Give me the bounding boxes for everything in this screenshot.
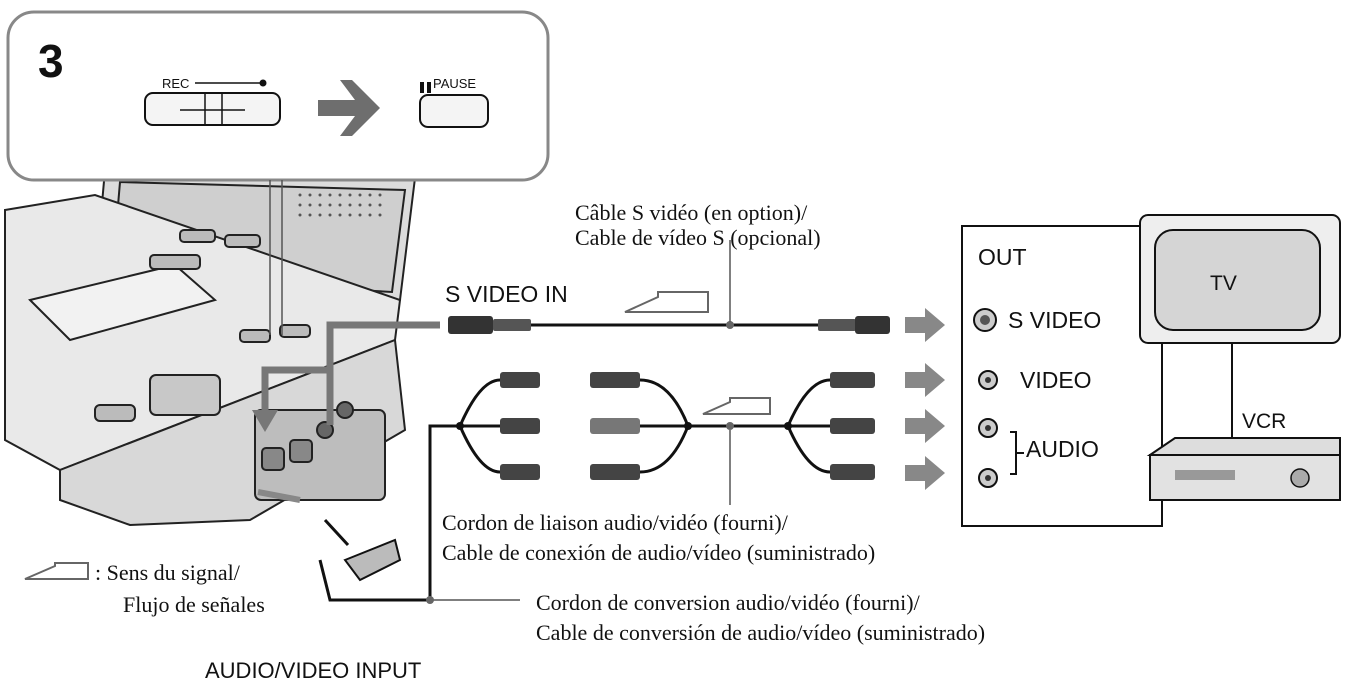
av-cord-label-es: Cable de conexión de audio/vídeo (sumini… — [442, 540, 876, 565]
out-jacks — [973, 308, 1024, 488]
pause-button-label: PAUSE — [433, 76, 477, 91]
conversion-cord-label: Cordon de conversion audio/vidéo (fourni… — [536, 590, 920, 615]
out-label: OUT — [978, 244, 1027, 270]
video-out-label: VIDEO — [1020, 367, 1092, 393]
svideo-cable-label-es: Cable de vídeo S (opcional) — [575, 225, 821, 250]
rec-button-illustration — [144, 79, 281, 126]
vcr-label: VCR — [1242, 410, 1287, 433]
camcorder-device — [4, 168, 417, 527]
signal-direction-label-es: Flujo de señales — [123, 592, 265, 617]
mini-plug — [257, 489, 402, 582]
tv-label: TV — [1210, 272, 1237, 295]
vcr-icon — [1146, 437, 1341, 526]
svideo-out-label: S VIDEO — [1008, 307, 1102, 333]
rec-button-label: REC — [162, 76, 190, 91]
signal-direction-label: : Sens du signal/ — [95, 560, 240, 585]
audio-out-label: AUDIO — [1026, 436, 1099, 462]
legend-signal-arrow-icon — [24, 562, 89, 580]
av-signal-direction-arrow-icon — [702, 397, 771, 415]
av-plugs — [500, 372, 875, 480]
speaker-grill — [298, 193, 382, 217]
av-connecting-cable — [318, 378, 831, 602]
conversion-cord-label-es: Cable de conversión de audio/vídeo (sumi… — [536, 620, 986, 645]
svideo-cable — [448, 240, 890, 334]
av-cord-label: Cordon de liaison audio/vidéo (fourni)/ — [442, 510, 788, 535]
av-input-label: AUDIO/VIDEO INPUT — [205, 658, 422, 683]
tv-icon — [1139, 214, 1341, 450]
svideo-cable-label: Câble S vidéo (en option)/ — [575, 200, 808, 225]
next-step-arrow-icon — [318, 80, 380, 136]
svideo-in-label: S VIDEO IN — [445, 281, 568, 307]
step-number: 3 — [38, 35, 64, 87]
signal-direction-arrow-icon — [624, 291, 709, 313]
output-arrows — [905, 308, 945, 490]
pause-button-illustration — [419, 82, 489, 128]
